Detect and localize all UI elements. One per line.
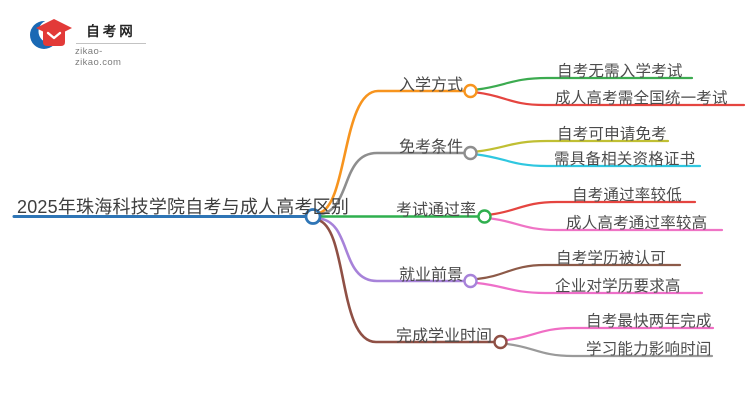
child-label-5b: 学习能力影响时间 <box>586 341 712 358</box>
child-label-2a: 自考可申请免考 <box>557 126 667 143</box>
branch-label-2: 免考条件 <box>399 139 464 156</box>
branch-label-3: 考试通过率 <box>396 202 477 219</box>
child-line-3b <box>489 217 724 232</box>
child-line-3a <box>489 200 697 216</box>
central-node <box>304 208 322 225</box>
logo-text-block: 自考网 zikao-zikao.com <box>75 17 147 68</box>
branch-line-1 <box>317 89 466 215</box>
branch-node-2 <box>463 145 478 161</box>
child-line-5b <box>505 342 714 358</box>
logo-domain: zikao-zikao.com <box>75 46 122 68</box>
child-label-3b: 成人高考通过率较高 <box>566 215 708 232</box>
child-line-4a <box>475 263 682 281</box>
graduation-cap-icon <box>30 19 72 49</box>
child-label-3a: 自考通过率较低 <box>572 187 682 204</box>
child-line-2b <box>475 153 702 168</box>
child-line-2a <box>475 139 670 153</box>
logo-divider <box>76 43 146 44</box>
branch-line-2 <box>317 151 466 216</box>
central-topic: 2025年珠海科技学院自考与成人高考区别 <box>17 197 350 217</box>
site-logo[interactable]: 自考网 zikao-zikao.com <box>29 17 147 68</box>
branch-label-4: 就业前景 <box>399 267 464 284</box>
branch-node-4 <box>463 273 478 289</box>
child-label-5a: 自考最快两年完成 <box>586 313 712 330</box>
child-line-1a <box>475 76 694 91</box>
branch-line-4 <box>317 217 466 283</box>
branch-node-5 <box>493 334 508 350</box>
child-label-1b: 成人高考需全国统一考试 <box>555 90 728 107</box>
logo-title: 自考网 <box>86 24 136 39</box>
child-label-2b: 需具备相关资格证书 <box>554 151 696 168</box>
child-label-4b: 企业对学历要求高 <box>555 278 681 295</box>
branch-label-1: 入学方式 <box>399 77 464 94</box>
child-line-4b <box>475 281 704 295</box>
branch-node-1 <box>463 83 478 99</box>
branch-line-5 <box>316 218 496 344</box>
branch-node-3 <box>477 209 492 224</box>
child-label-1a: 自考无需入学考试 <box>557 63 683 80</box>
branch-label-5: 完成学业时间 <box>396 328 493 345</box>
child-line-5a <box>505 326 715 342</box>
child-line-1b <box>475 91 746 107</box>
child-label-4a: 自考学历被认可 <box>556 250 666 267</box>
